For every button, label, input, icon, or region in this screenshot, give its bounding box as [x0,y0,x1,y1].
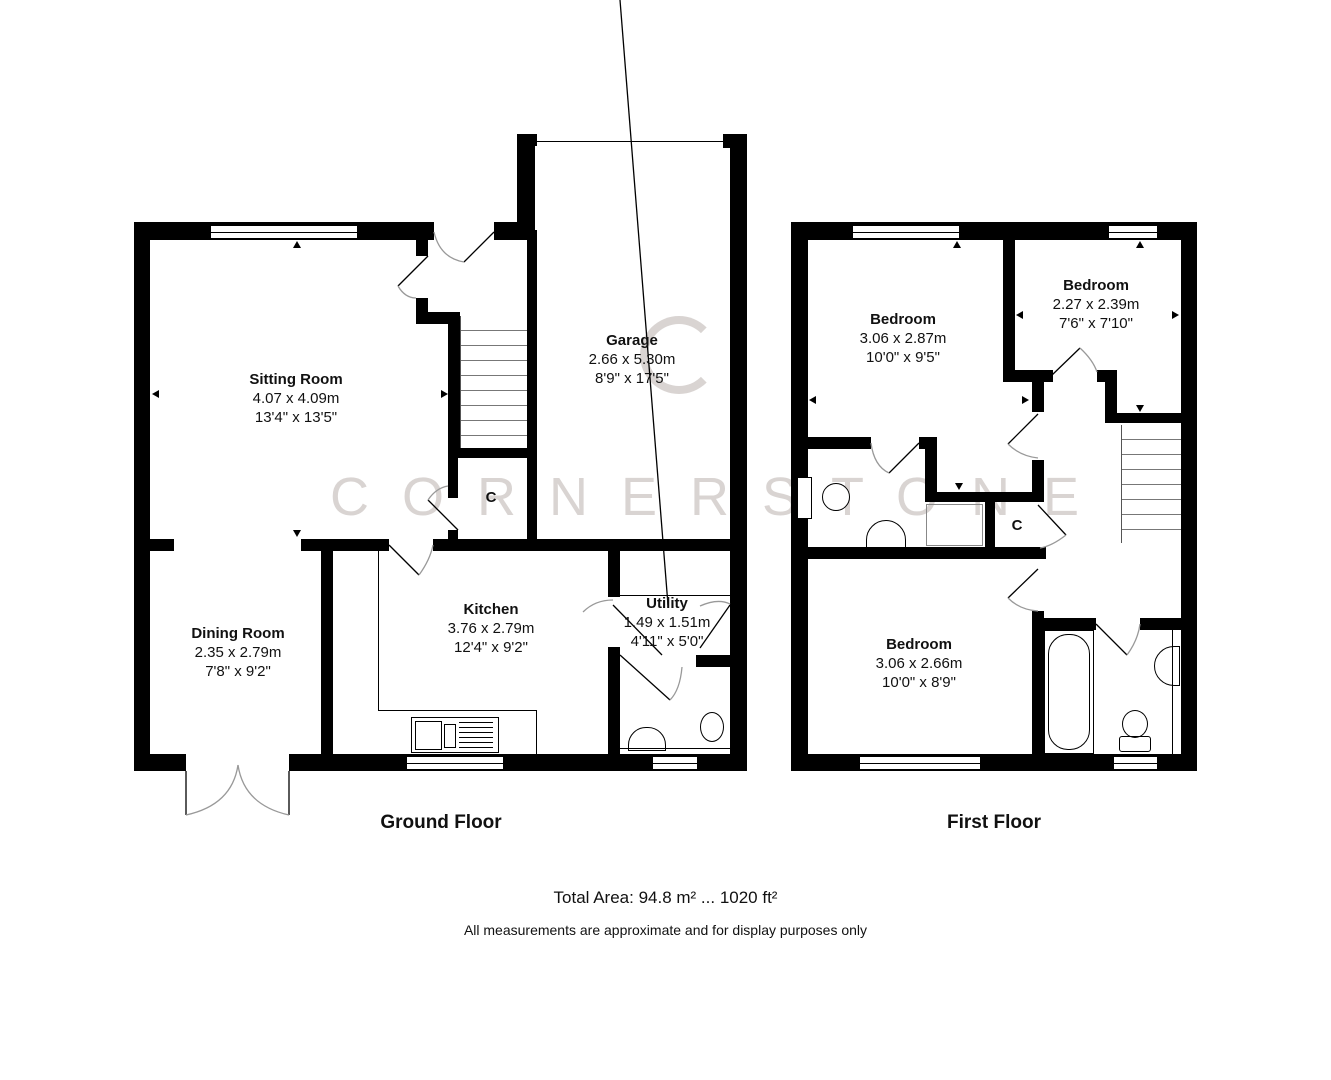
toilet-cistern-icon [797,477,812,519]
counter-line [378,551,379,711]
room-label-utility: Utility 1.49 x 1.51m 4'11" x 5'0" [623,595,711,650]
sink-icon [411,717,499,753]
wall [1032,376,1044,412]
watermark-logo-icon [640,316,718,394]
wall [1003,238,1015,382]
window [406,756,504,770]
disclaimer: All measurements are approximate and for… [463,922,868,938]
window [652,756,698,770]
cupboard-label: C [485,489,497,506]
toilet-icon [700,712,724,742]
wall [730,134,747,771]
counter-line [1172,630,1173,754]
wall [925,492,1043,502]
wall [806,547,1046,559]
wall [1140,618,1185,630]
wall [1032,460,1044,502]
wall [289,754,747,771]
dimension-arrow-icon [293,530,301,537]
floor-title-ground: Ground Floor [380,812,502,833]
cupboard-label: C [1011,517,1023,534]
wall [134,754,186,771]
dimension-arrow-icon [441,390,448,398]
staircase [460,316,527,450]
wall [1032,611,1044,761]
dimension-arrow-icon [152,390,159,398]
dimension-arrow-icon [1172,311,1179,319]
wall [321,539,333,771]
wall [1032,547,1044,559]
wall [448,312,460,452]
wall [448,530,458,542]
wall [527,230,537,550]
room-label-bedroom-1: Bedroom 3.06 x 2.87m 10'0" x 9'5" [859,311,947,366]
room-label-bedroom-3: Bedroom 3.06 x 2.66m 10'0" x 8'9" [875,636,963,691]
dimension-arrow-icon [955,483,963,490]
wall [517,134,535,240]
dimension-arrow-icon [293,241,301,248]
wall [608,549,620,597]
toilet-icon [822,483,850,511]
wall [416,238,428,256]
wall [134,222,150,771]
window [210,225,358,239]
room-label-dining-room: Dining Room 2.35 x 2.79m 7'8" x 9'2" [191,625,285,680]
garage-door-line [535,141,725,142]
dimension-arrow-icon [1022,396,1029,404]
wall [517,134,537,146]
wall [1105,370,1117,422]
wall [433,539,747,551]
room-label-sitting-room: Sitting Room 4.07 x 4.09m 13'4" x 13'5" [249,371,343,426]
dimension-arrow-icon [1016,311,1023,319]
window [852,225,960,239]
window [1108,225,1158,239]
window [1113,756,1158,770]
room-label-bedroom-2: Bedroom 2.27 x 2.39m 7'6" x 7'10" [1052,277,1140,332]
wall [985,500,995,550]
window [859,756,981,770]
floor-title-first: First Floor [947,812,1041,833]
room-label-kitchen: Kitchen 3.76 x 2.79m 12'4" x 9'2" [447,601,535,656]
wall [1032,618,1096,630]
wall [925,437,937,497]
total-area: Total Area: 94.8 m² ... 1020 ft² [553,888,778,907]
counter-line [536,710,537,755]
counter-line [620,748,732,749]
wall [448,458,458,498]
wall [608,655,620,667]
wall [806,437,871,449]
dimension-arrow-icon [1136,405,1144,412]
toilet-cistern-icon [1119,736,1151,752]
staircase [1121,425,1181,543]
dimension-arrow-icon [1136,241,1144,248]
basin-icon [628,727,666,751]
wall [730,647,747,771]
counter-line [620,595,732,596]
wall [1181,222,1197,771]
wall [608,647,620,771]
toilet-icon [1122,710,1148,738]
room-label-garage: Garage 2.66 x 5.30m 8'9" x 17'5" [588,332,676,387]
wall [448,448,528,458]
counter-line [378,710,536,711]
wall [494,222,530,240]
wall [1105,413,1185,423]
shower-icon [926,504,983,546]
dimension-arrow-icon [809,396,816,404]
wall [134,539,174,551]
bath-icon [1044,630,1094,754]
dimension-arrow-icon [953,241,961,248]
